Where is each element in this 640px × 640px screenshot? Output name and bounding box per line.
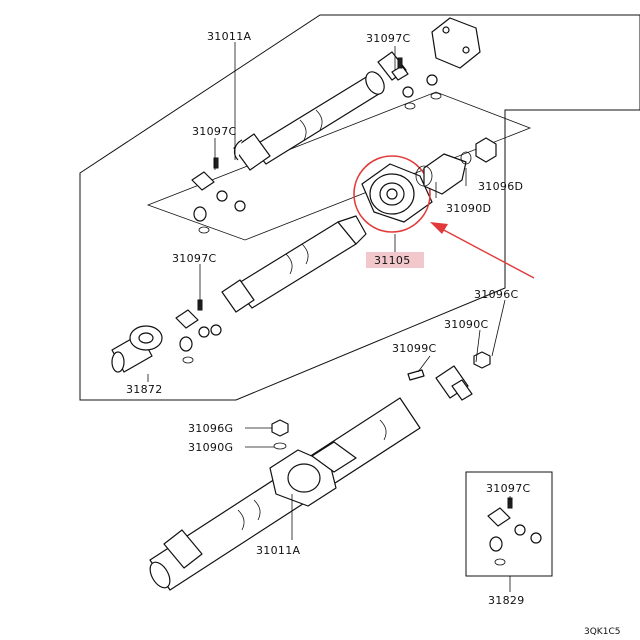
callout-arrow	[430, 222, 535, 279]
leader-lines	[147, 42, 511, 592]
label-31096d: 31096D	[478, 180, 523, 193]
repair-kit-frame	[465, 471, 553, 577]
label-31097c-top: 31097C	[366, 32, 410, 45]
label-31011a-top: 31011A	[207, 30, 251, 43]
label-31090d: 31090D	[446, 202, 491, 215]
universal-joint-low	[175, 299, 222, 364]
universal-joint-mid	[191, 157, 246, 234]
label-31011a-bottom: 31011A	[256, 544, 300, 557]
label-31097c-mid: 31097C	[192, 125, 236, 138]
universal-joint-top	[391, 57, 442, 110]
label-31097c-kit: 31097C	[486, 482, 530, 495]
label-31096c: 31096C	[474, 288, 518, 301]
assembly-frame	[79, 14, 640, 401]
highlight-circle	[353, 155, 431, 233]
part-number-highlight	[366, 252, 424, 268]
label-31872: 31872	[126, 383, 163, 396]
front-propeller-shaft	[233, 71, 385, 171]
rear-propeller-shaft-upper	[221, 215, 367, 313]
label-31090c: 31090C	[444, 318, 488, 331]
label-31096g: 31096G	[188, 422, 233, 435]
label-31099c: 31099C	[392, 342, 436, 355]
subassembly-frame	[146, 91, 532, 241]
label-31105: 31105	[374, 254, 411, 267]
diagram-code: 3QK1C5	[584, 627, 620, 637]
bolt-and-nuts	[271, 351, 491, 450]
label-31829: 31829	[488, 594, 525, 607]
label-31097c-low: 31097C	[172, 252, 216, 265]
center-bearing	[353, 155, 433, 233]
universal-joint-kit	[487, 497, 542, 566]
label-31090g: 31090G	[188, 441, 233, 454]
stub-shaft	[111, 325, 163, 373]
assembled-propeller-shaft	[149, 365, 473, 591]
flange-yoke-mid	[415, 137, 497, 195]
